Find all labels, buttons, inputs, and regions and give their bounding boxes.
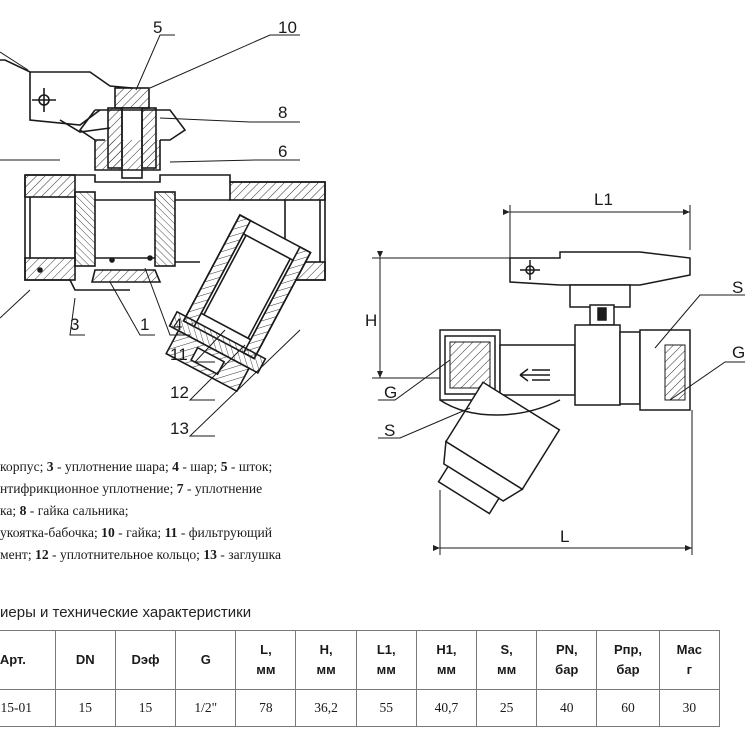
spec-header-cell: H1, мм: [415, 630, 478, 690]
dim-s-right: S: [732, 278, 743, 297]
callout-12: 12: [170, 383, 189, 402]
header-label: Dэф: [131, 652, 160, 667]
callout-3: 3: [70, 315, 79, 334]
header-label: S,: [500, 642, 513, 657]
spec-cell: 30: [658, 689, 721, 727]
spec-header-cell: H, мм: [295, 630, 357, 690]
spec-cell: 15: [114, 689, 177, 727]
spec-header-cell: Pпр, бар: [596, 630, 660, 690]
spec-cell: 55: [355, 689, 417, 727]
callout-13: 13: [170, 419, 189, 438]
header-label: Мас: [676, 642, 703, 657]
header-unit: бар: [616, 662, 640, 677]
callout-10: 10: [278, 18, 297, 37]
header-label: PN,: [555, 642, 578, 657]
callout-5: 5: [153, 18, 162, 37]
spec-cell: 40: [536, 689, 598, 727]
header-label: Арт.: [0, 652, 26, 667]
dim-s-left: S: [384, 421, 395, 440]
spec-cell: 36,2: [295, 689, 357, 727]
spec-header-cell: L1, мм: [355, 630, 417, 690]
spec-header-cell: Dэф: [114, 630, 177, 690]
section-view: [0, 59, 326, 393]
header-unit: г: [686, 662, 693, 677]
spec-header-cell: S, мм: [476, 630, 538, 690]
header-unit: мм: [496, 662, 517, 677]
spec-header-cell: Мас г: [658, 630, 721, 690]
callout-1: 1: [140, 315, 149, 334]
header-label: Pпр,: [613, 642, 643, 657]
spec-cell: 40,7: [415, 689, 478, 727]
spec-header-cell: Арт.: [0, 630, 56, 690]
callout-4: 4: [173, 315, 182, 334]
header-unit: мм: [376, 662, 396, 677]
spec-header-cell: PN, бар: [536, 630, 598, 690]
header-unit: мм: [436, 662, 457, 677]
legend-line-1: корпус; 3 - уплотнение шара; 4 - шар; 5 …: [0, 459, 273, 474]
parts-legend: корпус; 3 - уплотнение шара; 4 - шар; 5 …: [0, 456, 360, 566]
header-unit: бар: [555, 662, 579, 677]
dim-l: L: [560, 527, 569, 546]
legend-line-5: мент; 12 - уплотнительное кольцо; 13 - з…: [0, 547, 281, 562]
header-label: H,: [319, 642, 333, 657]
header-unit: мм: [316, 662, 336, 677]
spec-cell: 015-01: [0, 689, 56, 727]
spec-header-cell: L, мм: [235, 630, 297, 690]
dim-l1: L1: [594, 190, 613, 209]
dim-g-right: G: [732, 343, 745, 362]
header-label: G: [200, 652, 211, 667]
external-view: [437, 251, 691, 515]
legend-line-3: ка; 8 - гайка сальника;: [0, 503, 129, 518]
legend-line-4: укоятка-бабочка; 10 - гайка; 11 - фильтр…: [0, 525, 272, 540]
spec-cell: 25: [476, 689, 538, 727]
callout-11: 11: [170, 345, 188, 364]
dim-h: H: [365, 311, 377, 330]
header-label: L1,: [376, 642, 396, 657]
spec-header-cell: G: [175, 630, 237, 690]
legend-line-2: нтифрикционное уплотнение; 7 - уплотнени…: [0, 481, 263, 496]
header-label: H1,: [436, 642, 457, 657]
header-unit: мм: [256, 662, 276, 677]
callout-leaders: [0, 34, 301, 437]
spec-header-cell: DN: [54, 630, 116, 690]
spec-cell: 60: [596, 689, 660, 727]
dimension-lines: [372, 205, 745, 555]
callout-6: 6: [278, 142, 287, 161]
callout-8: 8: [278, 103, 287, 122]
section-title: иеры и технические характеристики: [0, 604, 252, 621]
dim-g-left: G: [384, 383, 397, 402]
spec-cell: 1/2": [175, 689, 237, 727]
spec-cell: 78: [235, 689, 297, 727]
technical-drawing: 5 10 8 6 3 1 4 11 12 13: [0, 18, 745, 555]
spec-cell: 15: [54, 689, 116, 727]
header-label: DN: [75, 652, 95, 667]
header-label: L,: [260, 642, 272, 657]
